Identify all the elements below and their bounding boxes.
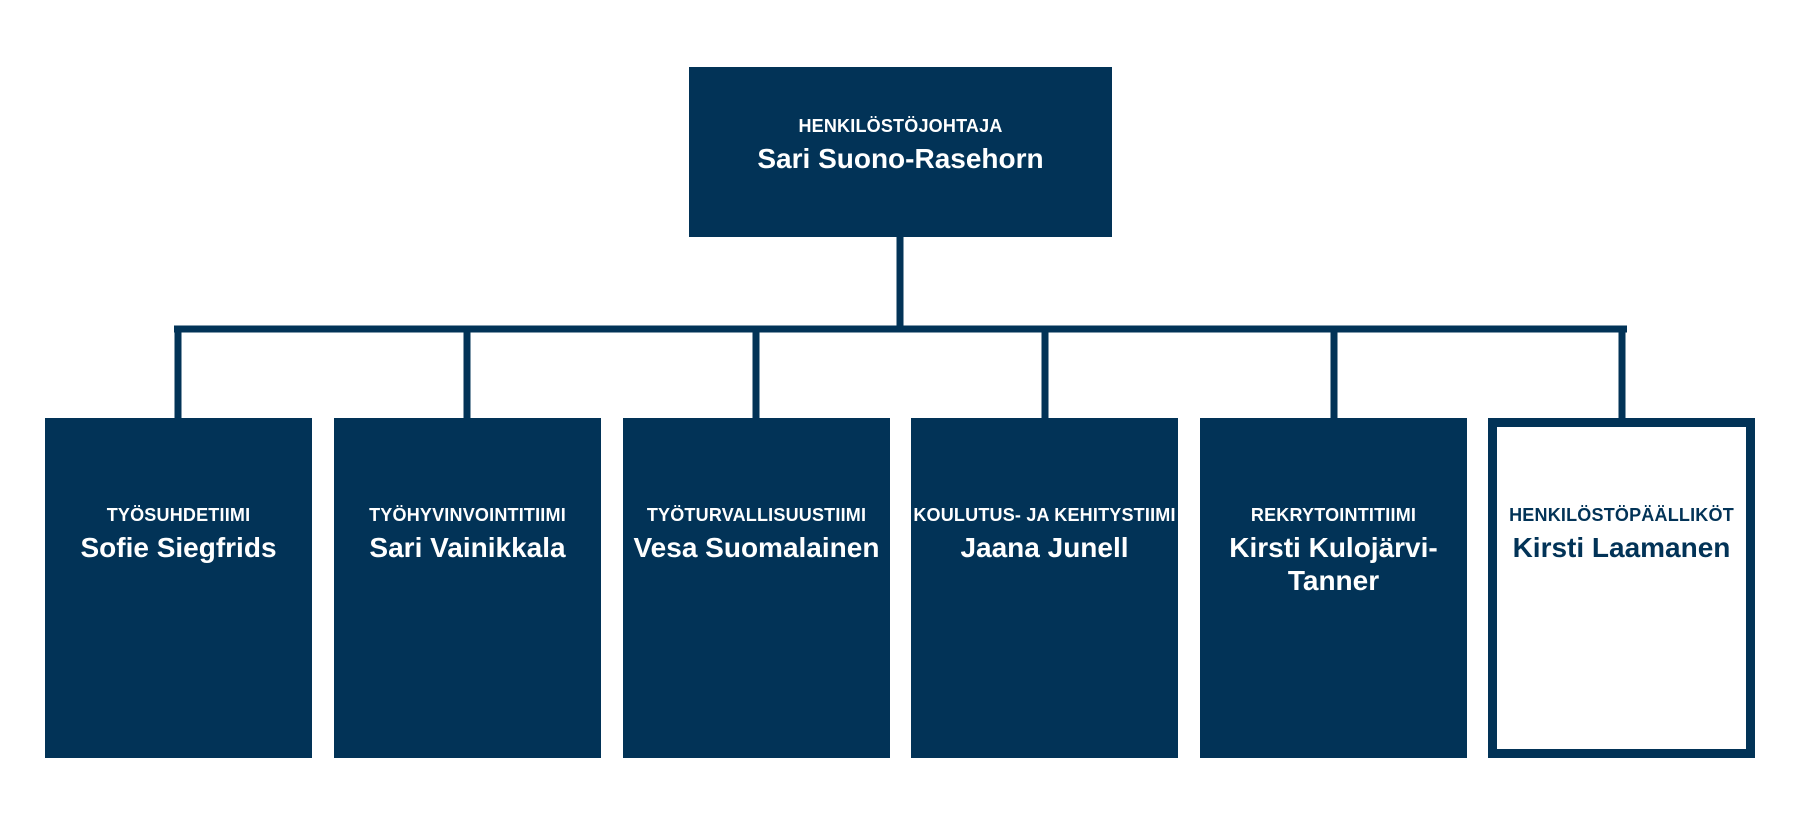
team-lead-name: Kirsti Kulojärvi-Tanner	[1229, 532, 1438, 596]
team-role: TYÖHYVINVOINTITIIMI	[369, 505, 566, 525]
team-box-tyohyvinvointitiimi: TYÖHYVINVOINTITIIMI Sari Vainikkala	[334, 418, 601, 758]
team-lead-name: Jaana Junell	[960, 532, 1129, 563]
team-lead-name: Sofie Siegfrids	[80, 532, 277, 563]
team-box-koulutus-ja-kehitystiimi: KOULUTUS- JA KEHITYSTIIMI Jaana Junell	[911, 418, 1178, 758]
team-box-tyosuhdetiimi: TYÖSUHDETIIMI Sofie Siegfrids	[45, 418, 312, 758]
team-lead-name: Kirsti Laamanen	[1512, 532, 1731, 563]
head-name: Sari Suono-Rasehorn	[757, 143, 1044, 174]
team-box-tyoturvallisuustiimi: TYÖTURVALLISUUSTIIMI Vesa Suomalainen	[623, 418, 890, 758]
head-role: HENKILÖSTÖJOHTAJA	[798, 116, 1003, 136]
team-lead-name: Vesa Suomalainen	[633, 532, 880, 563]
team-role: REKRYTOINTITIIMI	[1250, 505, 1417, 525]
team-role: KOULUTUS- JA KEHITYSTIIMI	[913, 505, 1176, 525]
team-box-henkilostopaallikot: HENKILÖSTÖPÄÄLLIKÖT Kirsti Laamanen	[1488, 418, 1755, 758]
head-box: HENKILÖSTÖJOHTAJA Sari Suono-Rasehorn	[689, 67, 1112, 237]
team-role: TYÖSUHDETIIMI	[106, 505, 251, 525]
team-role: TYÖTURVALLISUUSTIIMI	[646, 505, 867, 525]
team-lead-name: Sari Vainikkala	[369, 532, 566, 563]
team-role: HENKILÖSTÖPÄÄLLIKÖT	[1509, 505, 1734, 525]
team-box-rekrytointitiimi: REKRYTOINTITIIMI Kirsti Kulojärvi-Tanner	[1200, 418, 1467, 758]
